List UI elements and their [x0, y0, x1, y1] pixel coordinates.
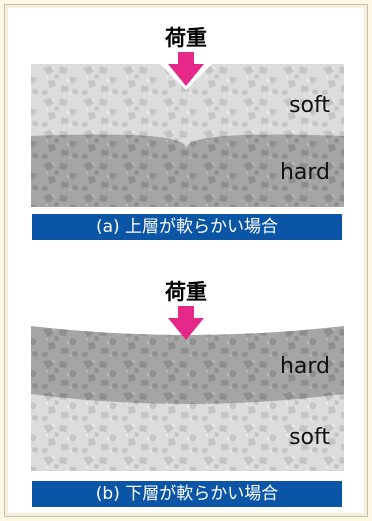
load-arrow-a [168, 52, 204, 86]
caption-a: (a) 上層が軟らかい場合 [32, 214, 342, 240]
layer-label-soft-b: soft [289, 425, 330, 450]
soft-layer-top-a [31, 64, 344, 146]
layer-diagram-a [31, 52, 344, 207]
load-arrow-b [168, 306, 204, 340]
caption-b: (b) 下層が軟らかい場合 [32, 481, 342, 507]
layer-label-soft-a: soft [289, 93, 330, 118]
layer-label-hard-b: hard [279, 354, 330, 379]
hard-layer-top-b [31, 326, 344, 404]
hard-layer-bottom-a [31, 134, 344, 207]
load-label-a: 荷重 [165, 26, 207, 50]
layer-diagram-b [31, 306, 344, 471]
panel-b: 荷重 hard soft (b) 下層が軟らかい場合 [0, 262, 372, 521]
panel-a: 荷重 soft hard (a) 上層が軟らかい場合 [0, 0, 372, 255]
soft-layer-bottom-b [31, 394, 344, 471]
load-label-b: 荷重 [165, 280, 207, 304]
layer-label-hard-a: hard [279, 160, 330, 185]
